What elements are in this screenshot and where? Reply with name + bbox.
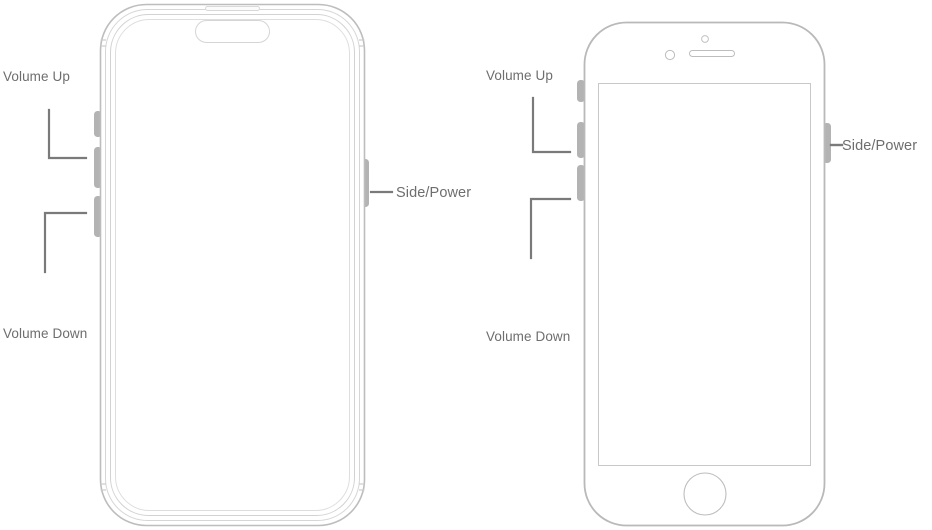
- antenna-band-seams: [100, 39, 365, 491]
- earpiece-speaker-slot: [205, 6, 260, 11]
- volume-up-bracket: [47, 108, 88, 160]
- device-iphone-dynamic-island: Volume Up Volume Down Side/Power: [3, 3, 471, 527]
- side-power-label: Side/Power: [396, 185, 471, 201]
- screen-area: [598, 83, 811, 466]
- callout-volume-up: Volume Up: [486, 68, 572, 154]
- ambient-light-sensor: [701, 35, 709, 43]
- screen-area: [115, 19, 350, 511]
- front-camera: [664, 49, 676, 61]
- volume-up-button[interactable]: [577, 122, 585, 158]
- callout-side-power: Side/Power: [829, 138, 917, 154]
- volume-down-bracket: [43, 211, 88, 274]
- volume-down-button[interactable]: [577, 165, 585, 201]
- callout-volume-up: Volume Up: [3, 69, 88, 160]
- volume-down-label: Volume Down: [3, 326, 87, 341]
- volume-up-label: Volume Up: [3, 69, 70, 84]
- dynamic-island: [195, 20, 270, 43]
- home-button[interactable]: [683, 472, 727, 516]
- callout-volume-down: Volume Down: [3, 211, 88, 341]
- device-iphone-home-button: Volume Up Volume Down Side/Power: [486, 21, 917, 527]
- callout-volume-down: Volume Down: [486, 197, 572, 344]
- earpiece-speaker-slot: [689, 50, 735, 57]
- volume-up-bracket: [531, 96, 572, 154]
- volume-down-label: Volume Down: [486, 329, 570, 344]
- callout-side-power: Side/Power: [369, 185, 471, 201]
- volume-down-bracket: [529, 197, 572, 260]
- volume-up-label: Volume Up: [486, 68, 553, 83]
- side-power-label: Side/Power: [842, 138, 917, 154]
- ring-silent-switch[interactable]: [577, 80, 585, 102]
